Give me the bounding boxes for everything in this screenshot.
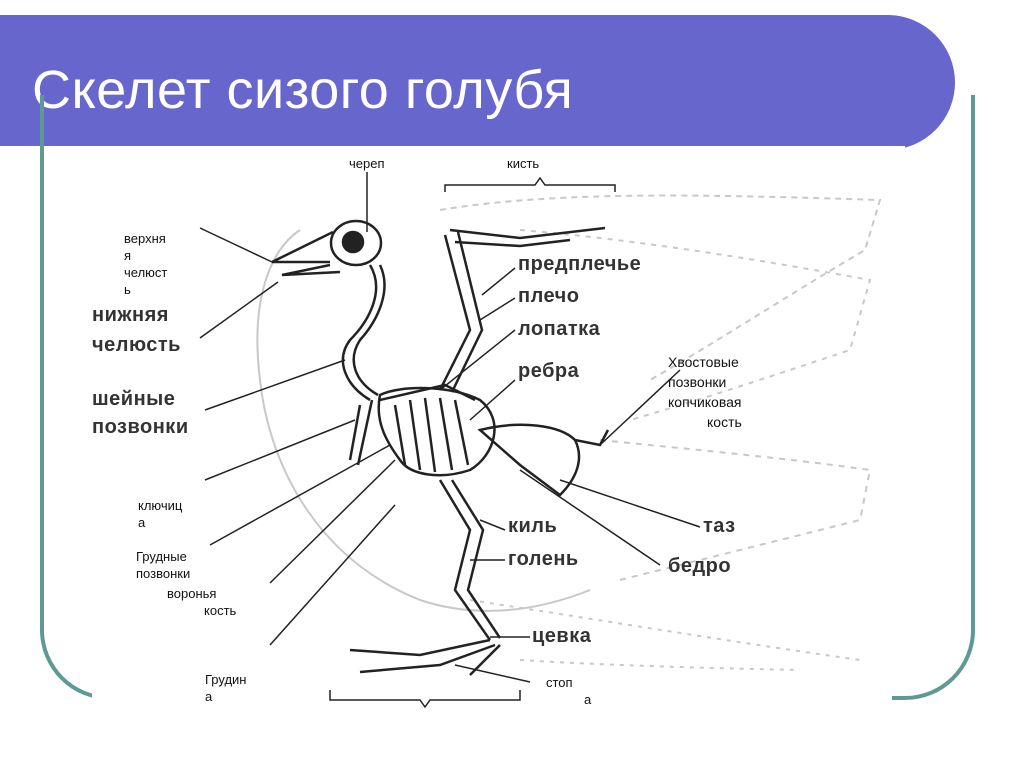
label-clavicle-l2: а bbox=[138, 515, 146, 530]
label-clavicle: ключиц а bbox=[138, 497, 182, 531]
skull-bones bbox=[271, 219, 383, 277]
label-coracoid-l2: кость bbox=[204, 603, 237, 618]
leader-ribs bbox=[469, 379, 516, 421]
label-upper-jaw-l3: челюст bbox=[124, 265, 168, 280]
label-cervical-l2: позвонки bbox=[92, 416, 189, 438]
label-thoracic-l1: Грудные bbox=[136, 549, 187, 564]
label-shin: голень bbox=[508, 548, 579, 570]
label-tarsus: цевка bbox=[532, 625, 592, 647]
label-sternum-l1: Грудин bbox=[205, 672, 247, 687]
label-thoracic-l2: позвонки bbox=[136, 566, 191, 581]
leg-bones bbox=[349, 479, 502, 676]
label-keel: киль bbox=[508, 515, 558, 537]
slide-title: Скелет сизого голубя bbox=[32, 60, 574, 120]
label-upper-jaw-l1: верхня bbox=[124, 231, 166, 246]
label-thigh: бедро bbox=[668, 555, 732, 577]
hand-bracket bbox=[444, 176, 616, 192]
label-forearm: предплечье bbox=[518, 253, 642, 275]
leader-cervical bbox=[204, 359, 346, 411]
label-skull: череп bbox=[349, 156, 385, 171]
leader-coracoid bbox=[269, 459, 396, 584]
ribcage-bones bbox=[348, 386, 496, 477]
label-lower-jaw-l2: челюсть bbox=[92, 334, 181, 356]
leader-scapula bbox=[439, 329, 516, 391]
leader-tail bbox=[599, 369, 681, 446]
label-sternum-l2: а bbox=[205, 689, 213, 704]
leader-upper-jaw bbox=[199, 227, 273, 263]
title-underline bbox=[0, 146, 905, 150]
label-tail-l2: позвонки bbox=[668, 374, 727, 390]
foot-bracket bbox=[329, 690, 521, 709]
leader-foot bbox=[454, 664, 531, 683]
label-foot: стоп а bbox=[546, 674, 591, 708]
label-tail-l1: Хвостовые bbox=[668, 354, 739, 370]
label-cervical: шейные позвонки bbox=[92, 385, 189, 441]
label-coracoid: воронья кость bbox=[167, 585, 236, 619]
bird-silhouette bbox=[256, 194, 882, 671]
label-thoracic: Грудные позвонки bbox=[136, 548, 190, 582]
label-pelvis: таз bbox=[703, 515, 736, 537]
brackets bbox=[329, 176, 616, 709]
cervical-vertebrae bbox=[341, 264, 386, 402]
title-bar: Скелет сизого голубя bbox=[0, 15, 955, 150]
leader-lines bbox=[199, 172, 701, 683]
leader-keel bbox=[479, 519, 506, 531]
label-shoulder: плечо bbox=[518, 285, 580, 307]
label-foot-l2: а bbox=[584, 692, 592, 707]
label-clavicle-l1: ключиц bbox=[138, 498, 183, 513]
frame-gap bbox=[92, 688, 892, 708]
label-ribs: ребра bbox=[518, 360, 580, 382]
label-upper-jaw-l4: ь bbox=[124, 282, 131, 297]
label-tail-l4: кость bbox=[707, 414, 742, 430]
label-sternum: Грудин а bbox=[205, 671, 247, 705]
label-coracoid-l1: воронья bbox=[167, 586, 217, 601]
leader-shoulder bbox=[479, 297, 516, 321]
leader-lower-jaw bbox=[199, 281, 279, 339]
label-lower-jaw-l1: нижняя bbox=[92, 304, 169, 326]
label-foot-l1: стоп bbox=[546, 675, 573, 690]
label-upper-jaw: верхня я челюст ь bbox=[124, 230, 167, 298]
label-hand: кисть bbox=[507, 156, 540, 171]
leader-clavicle bbox=[204, 419, 356, 481]
label-scapula: лопатка bbox=[518, 318, 601, 340]
leader-forearm bbox=[481, 267, 516, 296]
leader-pelvis bbox=[559, 479, 701, 528]
label-tail: Хвостовые позвонки копчиковая кость bbox=[668, 352, 742, 432]
leader-thoracic bbox=[209, 444, 391, 546]
label-lower-jaw: нижняя челюсть bbox=[92, 300, 181, 360]
leader-sternum bbox=[269, 504, 396, 646]
leader-thigh bbox=[519, 469, 661, 566]
label-tail-l3: копчиковая bbox=[668, 394, 742, 410]
label-upper-jaw-l2: я bbox=[124, 248, 132, 263]
label-cervical-l1: шейные bbox=[92, 388, 176, 410]
pelvis-tail-bones bbox=[477, 423, 610, 497]
